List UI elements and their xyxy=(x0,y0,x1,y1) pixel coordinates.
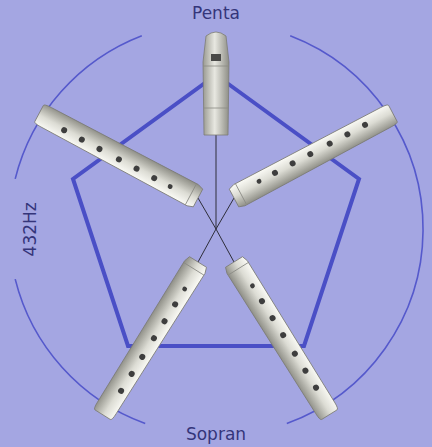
label-text: Penta xyxy=(192,4,240,23)
label-text: Sopran xyxy=(186,425,246,444)
label-text: 432Hz xyxy=(21,202,40,256)
recorder xyxy=(224,256,340,421)
recorder xyxy=(92,256,208,421)
centre-lines xyxy=(198,135,234,262)
recorder-head xyxy=(203,32,229,135)
recorder xyxy=(228,103,398,209)
recorder xyxy=(33,103,203,209)
